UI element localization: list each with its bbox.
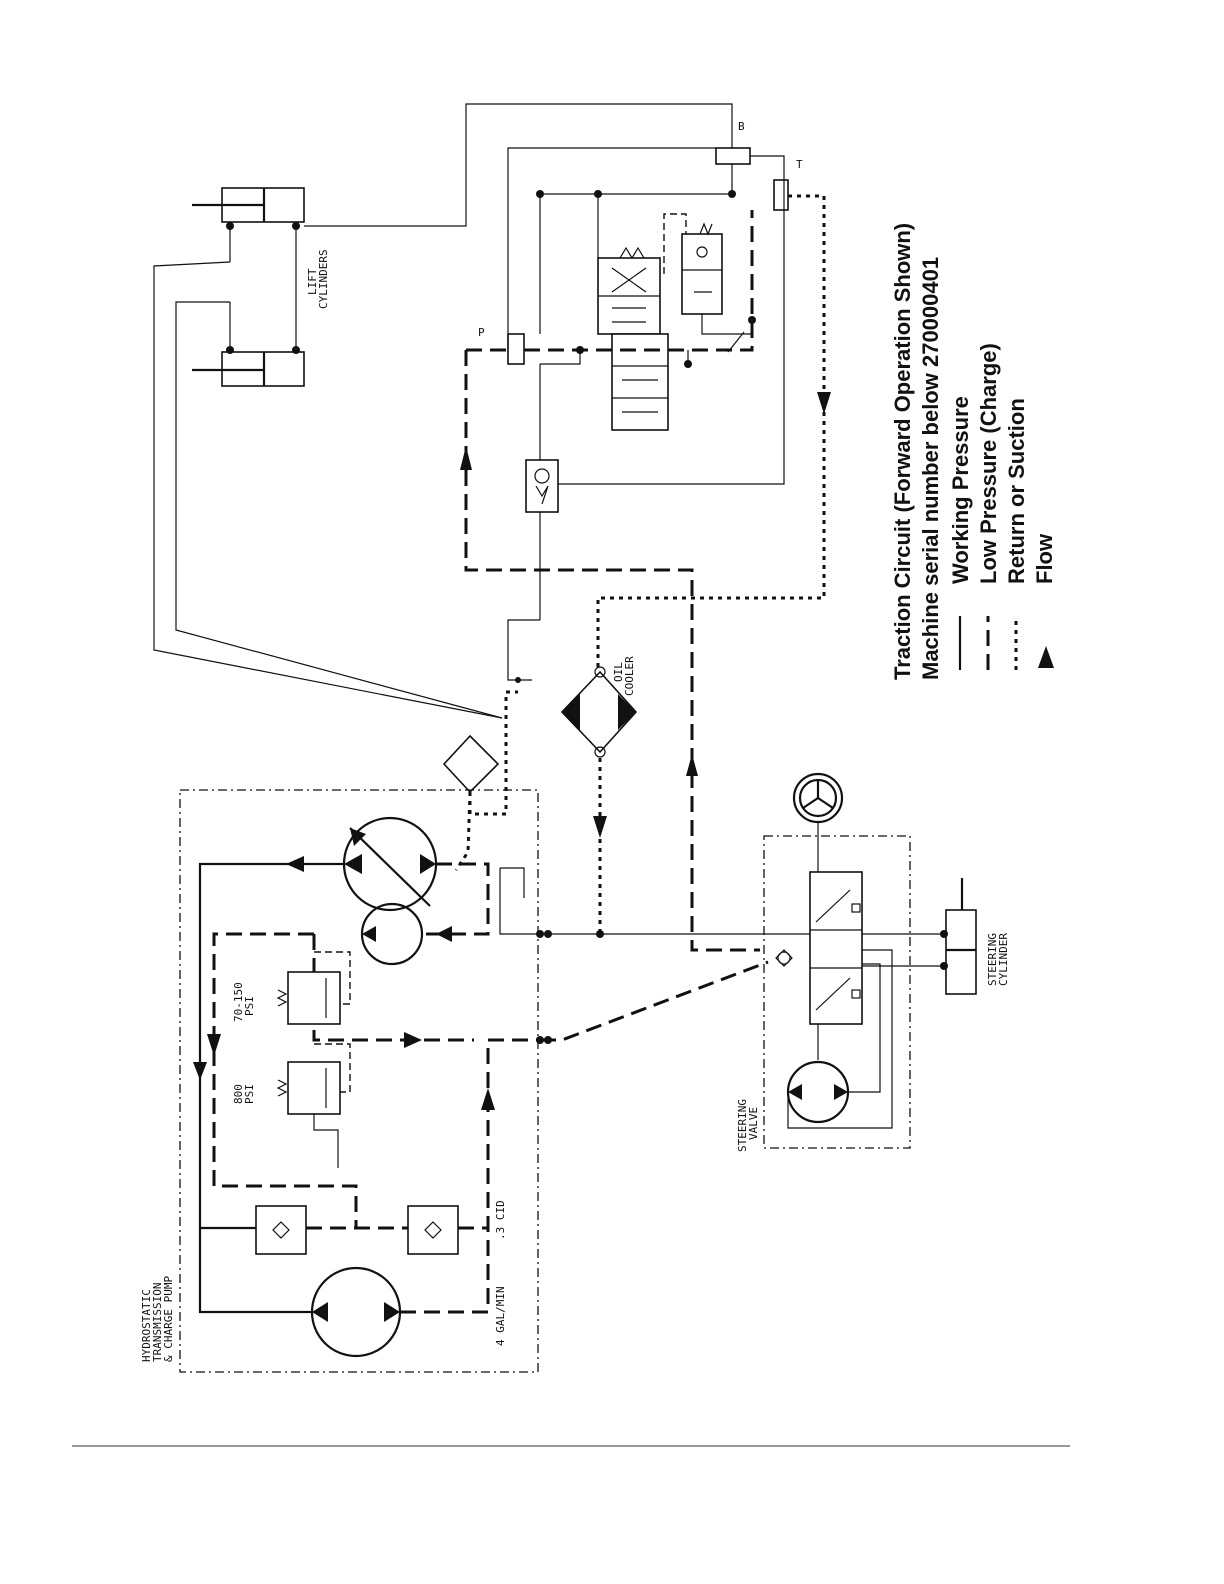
legend-return-label: Return or Suction	[1004, 398, 1029, 584]
steering-cylinder: STEERING CYLINDER	[940, 878, 1010, 994]
hydraulic-motor	[312, 1268, 400, 1356]
flow-arrow	[593, 816, 607, 838]
legend-flow-arrow	[1038, 646, 1054, 668]
filter	[444, 736, 498, 792]
pump-flow-label: 4 GAL/MIN	[494, 1286, 507, 1346]
port-t-label: T	[796, 158, 803, 171]
relief-high-label: 800 PSI	[232, 1078, 256, 1105]
steering-wheel-icon	[794, 774, 842, 822]
steering-motor	[788, 1062, 848, 1122]
hst-label: HYDROSTATIC TRANSMISSION & CHARGE PUMP	[140, 1276, 175, 1362]
lift-cylinder-lower	[192, 346, 304, 386]
valve-manifold: B T P	[466, 120, 824, 683]
port-p-label: P	[478, 326, 485, 339]
charge-pump	[362, 904, 422, 964]
variable-pump	[344, 818, 436, 910]
steering-check-valve	[776, 950, 792, 966]
legend-flow-label: Flow	[1032, 533, 1057, 584]
flow-arrow	[686, 754, 698, 776]
legend-low-pressure-label: Low Pressure (Charge)	[976, 343, 1001, 584]
flow-arrow	[817, 392, 831, 414]
lift-cylinder-upper	[192, 188, 304, 230]
legend: Traction Circuit (Forward Operation Show…	[890, 223, 1057, 680]
legend-title: Traction Circuit (Forward Operation Show…	[890, 223, 915, 680]
legend-working-label: Working Pressure	[948, 396, 973, 584]
oil-cooler: OIL COOLER	[562, 656, 636, 758]
legend-subtitle: Machine serial number below 270000401	[918, 257, 943, 680]
steering-valve-label: STEERING VALVE	[736, 1092, 760, 1152]
lift-cylinders-label: LIFT CYLINDERS	[306, 249, 330, 309]
steering-cylinder-label: STEERING CYLINDER	[986, 926, 1010, 986]
relief-valve-low: 70-150 PSI	[232, 952, 350, 1024]
pump-disp-label: .3 CID	[494, 1200, 507, 1240]
relief-low-label: 70-150 PSI	[232, 976, 256, 1022]
steering-control-valve	[810, 872, 862, 1024]
port-b-label: B	[738, 120, 745, 133]
relief-valve-high: 800 PSI	[232, 1044, 350, 1168]
check-valve-right	[408, 1206, 458, 1254]
check-valve-left	[256, 1206, 306, 1254]
